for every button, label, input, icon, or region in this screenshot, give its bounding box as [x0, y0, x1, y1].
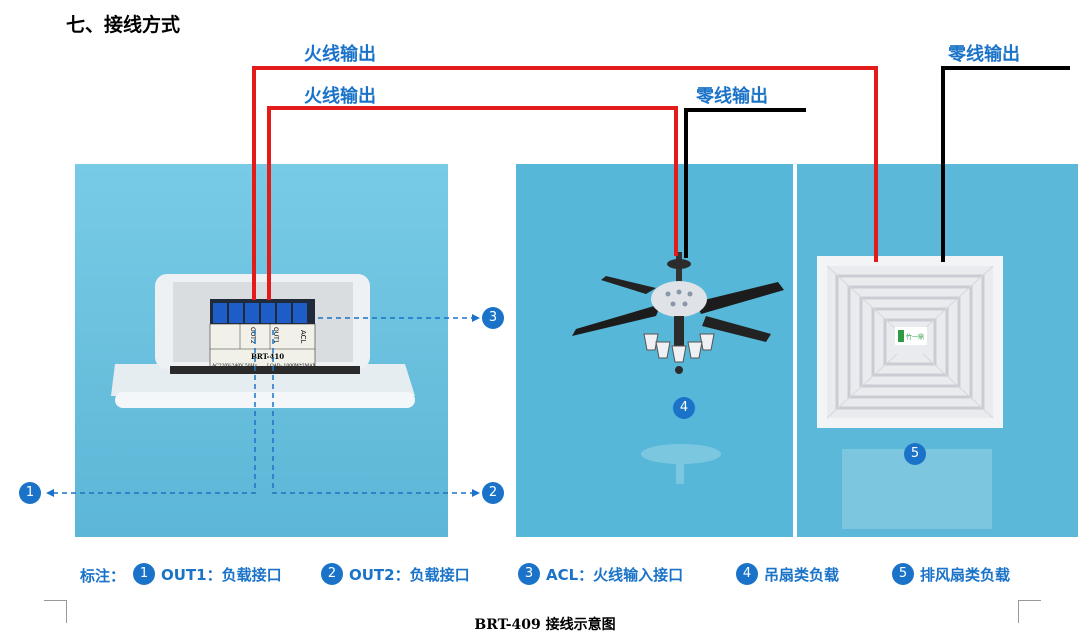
- figure-caption: BRT-409 接线示意图: [474, 617, 616, 633]
- leader-out1: [50, 330, 256, 494]
- terminal-out2-label: OUT2: [249, 327, 256, 344]
- callout-2: 2: [482, 482, 504, 504]
- exhaust-fan-photo-panel: 竹一鼎: [797, 164, 1078, 537]
- ceiling-fan-illustration: [516, 164, 793, 537]
- legend-heading: 标注：: [80, 567, 126, 585]
- model-plate-text: BRT-410: [251, 352, 284, 361]
- section-title: 七、接线方式: [66, 14, 181, 36]
- ceiling-fan-photo-panel: [516, 164, 793, 537]
- exhaust-fan-illustration: 竹一鼎: [797, 164, 1078, 537]
- legend-number-1: 1: [133, 563, 155, 585]
- legend-item-1: 1 OUT1：负载接口: [133, 563, 282, 585]
- live-wire-exhaust: [252, 66, 878, 300]
- neutral-output-label-exhaust: 零线输出: [948, 44, 1020, 65]
- neutral-output-label-fan: 零线输出: [696, 86, 768, 107]
- legend-item-5: 5 排风扇类负载: [892, 563, 1010, 585]
- legend-item-3: 3 ACL：火线输入接口: [518, 563, 683, 585]
- legend-text-1: OUT1：负载接口: [161, 565, 282, 584]
- legend-text-2: OUT2：负载接口: [349, 565, 470, 584]
- legend-number-2: 2: [321, 563, 343, 585]
- live-output-label-second: 火线输出: [304, 86, 376, 107]
- legend: 标注： 1 OUT1：负载接口 2 OUT2：负载接口 3 ACL：火线输入接口…: [0, 563, 1090, 587]
- legend-item-4: 4 吊扇类负载: [736, 563, 839, 585]
- callout-1: 1: [19, 482, 41, 504]
- callout-5: 5: [904, 443, 926, 465]
- live-wire-ceiling-fan: [267, 106, 678, 300]
- callout-3: 3: [482, 307, 504, 329]
- legend-text-3: ACL：火线输入接口: [546, 565, 684, 584]
- arrowhead-out2: [472, 489, 480, 497]
- live-output-label-top: 火线输出: [304, 44, 376, 65]
- neutral-wire-ceiling-fan: [684, 108, 806, 258]
- legend-number-5: 5: [892, 563, 914, 585]
- arrowhead-out1: [46, 489, 54, 497]
- legend-item-2: 2 OUT2：负载接口: [321, 563, 470, 585]
- legend-number-4: 4: [736, 563, 758, 585]
- switch-photo-panel: BRT-410 AC220V-240V 50Hz LOAD: 1000W*2MA…: [75, 164, 448, 537]
- terminal-acl-label: ACL: [299, 330, 307, 344]
- legend-text-4: 吊扇类负载: [764, 565, 840, 584]
- legend-number-3: 3: [518, 563, 540, 585]
- switch-device-illustration: BRT-410 AC220V-240V 50Hz LOAD: 1000W*2MA…: [75, 164, 448, 537]
- exhaust-logo-text: 竹一鼎: [906, 333, 924, 341]
- terminal-out1-label: OUT1: [272, 327, 279, 344]
- page-corner-mark-left: [44, 600, 67, 623]
- page-corner-mark-right: [1018, 600, 1041, 623]
- callout-4: 4: [673, 397, 695, 419]
- arrowhead-acl: [472, 314, 480, 322]
- leader-out2: [272, 330, 476, 494]
- legend-text-5: 排风扇类负载: [920, 565, 1011, 584]
- panel-divider: [793, 164, 797, 537]
- neutral-wire-exhaust: [941, 66, 1070, 262]
